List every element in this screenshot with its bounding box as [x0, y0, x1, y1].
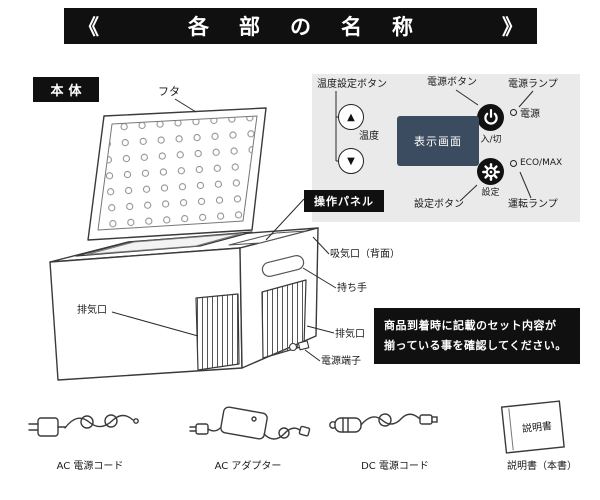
temp-label: 温度: [359, 131, 379, 142]
exhaust-left-label: 排気口: [77, 305, 107, 316]
control-panel-tag: 操作パネル: [304, 190, 384, 212]
down-arrow-icon: ▼: [347, 155, 355, 167]
page-title-banner: 《 各部の名称 》: [64, 8, 537, 44]
power-terminal-drawing: [288, 340, 310, 352]
set-contents-notice: 商品到着時に記載のセット内容が 揃っている事を確認してください。: [374, 308, 580, 364]
setting-button: [477, 158, 504, 185]
power-led: 電源: [510, 105, 540, 120]
manual-cover-text: 説明書: [521, 419, 552, 435]
lid-drawing: [87, 107, 267, 241]
title-bracket-right: 》: [502, 15, 523, 39]
cooler-body-drawing: [49, 227, 319, 381]
on-off-label: 入/切: [480, 135, 502, 145]
intake-label: 吸気口（背面）: [330, 249, 400, 260]
leader-lines: [111, 89, 534, 362]
setting-label: 設定: [481, 188, 500, 198]
exhaust-right-label: 排気口: [335, 329, 365, 340]
display-screen: 表示画面: [397, 116, 479, 166]
setting-button-label: 設定ボタン: [414, 199, 464, 210]
title-bracket-left: 《: [78, 15, 99, 39]
power-led-label: 電源: [520, 109, 540, 120]
handle-label: 持ち手: [337, 283, 367, 294]
ac-adapter-drawing: [189, 406, 311, 440]
lid-label: フタ: [158, 85, 180, 98]
dc-cord-drawing: [329, 413, 438, 433]
power-terminal-label: 電源端子: [321, 356, 361, 367]
ac-cord-drawing: [28, 414, 139, 437]
accessory-label-ac-adapter: AC アダプター: [214, 461, 282, 472]
handle-drawing: [261, 255, 305, 277]
power-led-icon: [510, 109, 517, 116]
accessory-label-manual: 説明書（本書）: [507, 461, 577, 472]
up-arrow-icon: ▲: [347, 111, 355, 123]
accessory-label-ac-cord: AC 電源コード: [56, 461, 124, 472]
power-button-label: 電源ボタン: [427, 77, 477, 88]
notice-line-2: 揃っている事を確認してください。: [384, 338, 567, 352]
display-screen-label: 表示画面: [414, 135, 462, 148]
ecomax-led: ECO/MAX: [510, 158, 562, 168]
notice-line-1: 商品到着時に記載のセット内容が: [384, 319, 557, 332]
ecomax-led-icon: [510, 159, 517, 167]
temp-up-button: ▲: [338, 104, 364, 130]
temp-button-label: 温度設定ボタン: [317, 79, 387, 90]
accessory-label-dc-cord: DC 電源コード: [361, 461, 429, 472]
ecomax-led-label: ECO/MAX: [520, 158, 563, 168]
power-icon: [483, 108, 498, 125]
power-button: [477, 104, 504, 131]
temp-down-button: ▼: [338, 148, 364, 174]
gear-icon: [481, 162, 500, 181]
manual-drawing: 説明書: [500, 400, 565, 454]
main-unit-tag: 本体: [33, 77, 99, 102]
page-title: 各部の名称: [188, 15, 443, 39]
run-lamp-label: 運転ランプ: [508, 199, 558, 210]
front-grille-drawing: [195, 293, 240, 371]
power-lamp-label: 電源ランプ: [508, 79, 558, 90]
